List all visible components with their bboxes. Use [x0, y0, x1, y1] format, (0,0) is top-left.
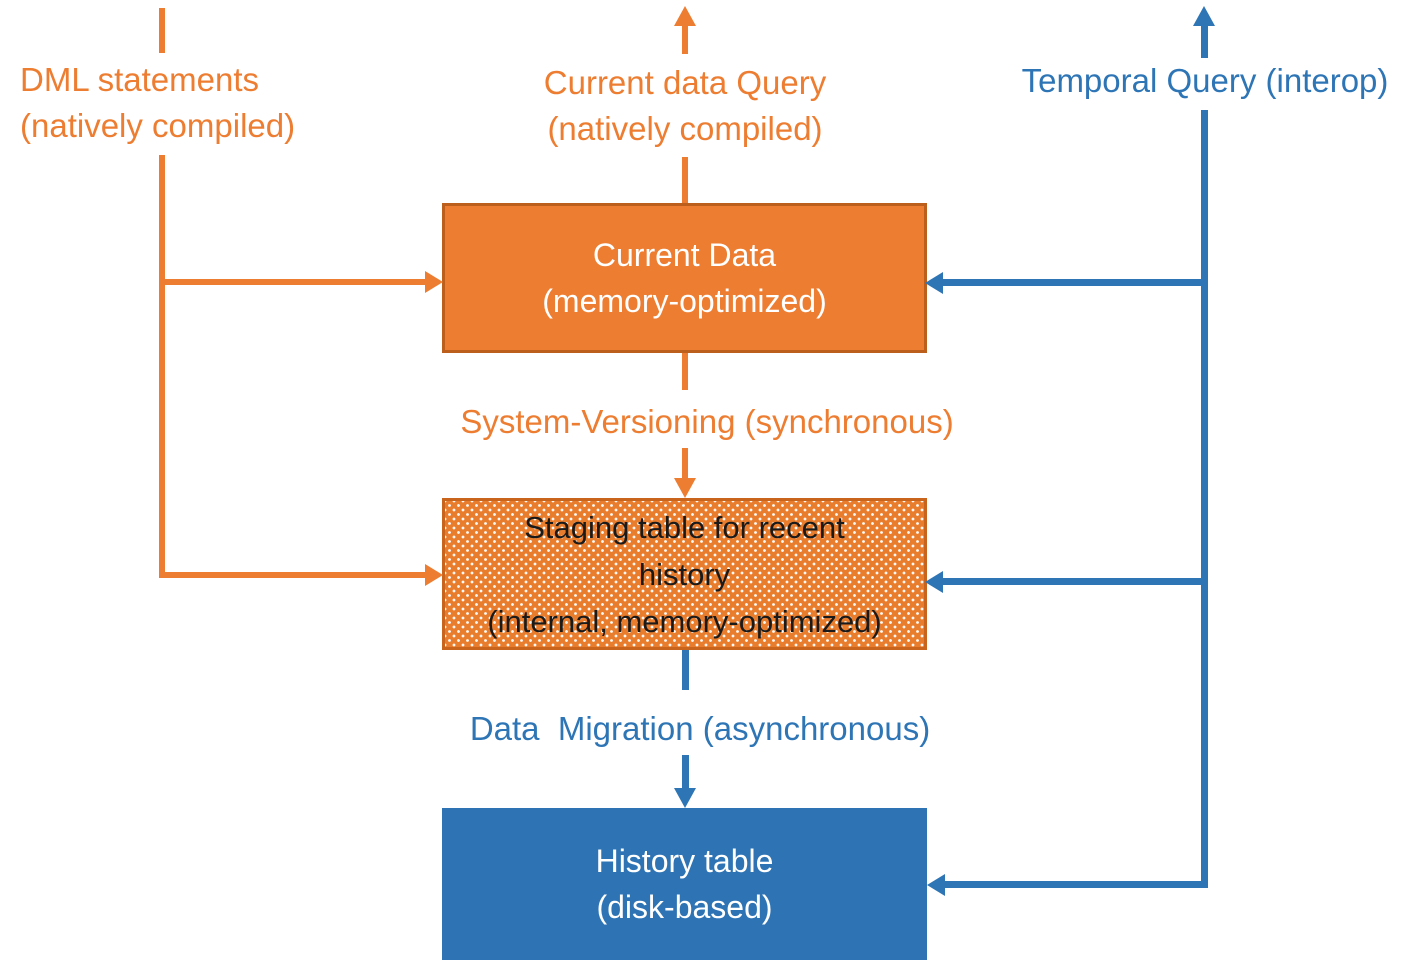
arrowhead-blue-into-current: [925, 272, 943, 294]
label-dml-statements: DML statements (natively compiled): [20, 61, 296, 144]
temporal-branch-to-current: [943, 279, 1208, 286]
staging-table-box-label: Staging table for recent history (intern…: [487, 509, 882, 639]
history-table-box-label: History table (disk-based): [595, 843, 774, 925]
arrowhead-temporal-query-up: [1193, 6, 1215, 26]
staging-table-box: Staging table for recent history (intern…: [442, 498, 927, 650]
label-system-versioning: System-Versioning (synchronous): [460, 403, 954, 440]
current-query-line-to-box: [682, 157, 688, 203]
system-versioning-line-from-current: [682, 353, 688, 390]
temporal-branch-to-staging: [943, 578, 1208, 585]
data-migration-arrow-shaft: [682, 755, 689, 790]
arrowhead-orange-into-staging: [425, 564, 443, 586]
dml-elbow-to-staging: [159, 572, 425, 578]
system-versioning-arrow-shaft: [682, 448, 688, 480]
history-table-box: History table (disk-based): [442, 808, 927, 960]
arrowhead-blue-into-staging: [925, 571, 943, 593]
current-data-box: Current Data (memory-optimized): [442, 203, 927, 353]
current-query-shaft: [682, 24, 688, 54]
current-data-box-label: Current Data (memory-optimized): [542, 237, 827, 319]
data-migration-line-from-staging: [682, 650, 689, 690]
label-temporal-query: Temporal Query (interop): [1021, 62, 1389, 99]
arrowhead-orange-into-staging-top: [674, 478, 696, 498]
temporal-trunk-line: [1201, 110, 1208, 888]
dml-branch-to-current: [159, 279, 425, 285]
temporal-elbow-to-history: [943, 881, 1208, 888]
dml-line-top: [159, 8, 165, 53]
arrowhead-blue-into-history-top: [674, 788, 696, 808]
temporal-shaft-top: [1201, 24, 1208, 58]
dml-trunk-line: [159, 155, 165, 578]
arrowhead-current-query-up: [674, 6, 696, 26]
arrowhead-blue-into-history: [927, 874, 945, 896]
label-current-data-query: Current data Query (natively compiled): [543, 64, 827, 147]
arrowhead-orange-into-current: [425, 271, 443, 293]
label-data-migration: Data Migration (asynchronous): [469, 710, 931, 747]
